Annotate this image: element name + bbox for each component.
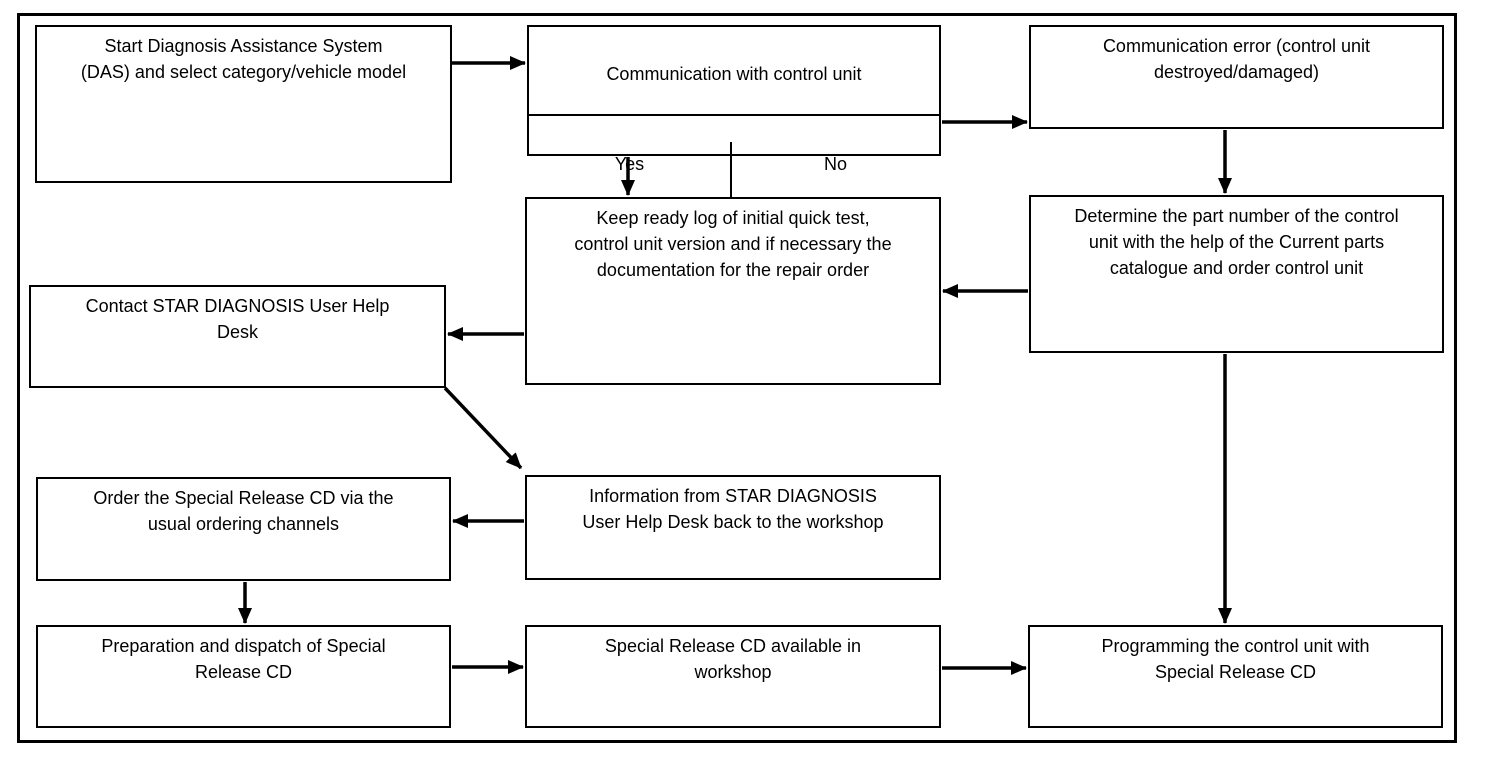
node-preparation-dispatch: Preparation and dispatch of Special Rele… <box>36 625 451 728</box>
diagram-border <box>17 13 1457 743</box>
node-keep-log: Keep ready log of initial quick test, co… <box>525 197 941 385</box>
branch-cell-no: No <box>823 154 847 174</box>
node-communication-check-label: Communication with control unit <box>529 53 939 116</box>
node-contact-help-desk: Contact STAR DIAGNOSIS User Help Desk <box>29 285 446 388</box>
node-communication-check: Communication with control unit Yes No <box>527 25 941 204</box>
node-determine-part-number: Determine the part number of the control… <box>1029 195 1444 353</box>
node-cd-available: Special Release CD available in workshop <box>525 625 941 728</box>
node-programming-control-unit: Programming the control unit with Specia… <box>1028 625 1443 728</box>
communication-branch-row: Yes No <box>529 142 939 204</box>
node-start-das: Start Diagnosis Assistance System (DAS) … <box>35 25 452 183</box>
node-information-back-to-workshop: Information from STAR DIAGNOSIS User Hel… <box>525 475 941 580</box>
branch-cell-yes: Yes <box>529 142 732 204</box>
node-order-special-release-cd: Order the Special Release CD via the usu… <box>36 477 451 581</box>
node-communication-error: Communication error (control unit destro… <box>1029 25 1444 129</box>
